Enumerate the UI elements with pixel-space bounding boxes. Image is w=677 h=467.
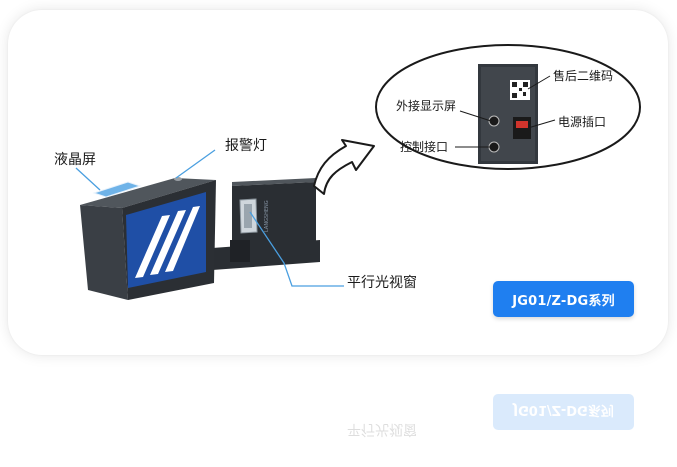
label-control-port: 控制接口 (400, 140, 449, 154)
qr-code (510, 80, 530, 100)
label-qr-code: 售后二维码 (553, 69, 614, 83)
label-display-port: 外接显示屏 (396, 99, 457, 113)
pointer-line-lcd (75, 167, 101, 191)
pointer-line-alarm (175, 149, 216, 179)
pointer-line-window (249, 211, 344, 287)
measuring-head-left (80, 177, 216, 300)
control-port (488, 141, 500, 153)
label-lcd: 液晶屏 (54, 152, 96, 168)
alarm-light (174, 177, 182, 181)
rear-panel (478, 64, 538, 164)
svg-text:LANGSHENG: LANGSHENG (264, 200, 270, 232)
measuring-head-right: LANGSHENG (230, 178, 316, 262)
lcd-screen (92, 181, 142, 198)
label-power-socket: 电源插口 (558, 115, 607, 129)
curved-arrow (313, 139, 375, 195)
label-alarm-light: 报警灯 (225, 138, 267, 154)
series-badge: JG01/Z-DG系列 (493, 281, 634, 317)
label-parallel-light-window: 平行光视窗 (347, 275, 417, 291)
display-port (488, 115, 500, 127)
